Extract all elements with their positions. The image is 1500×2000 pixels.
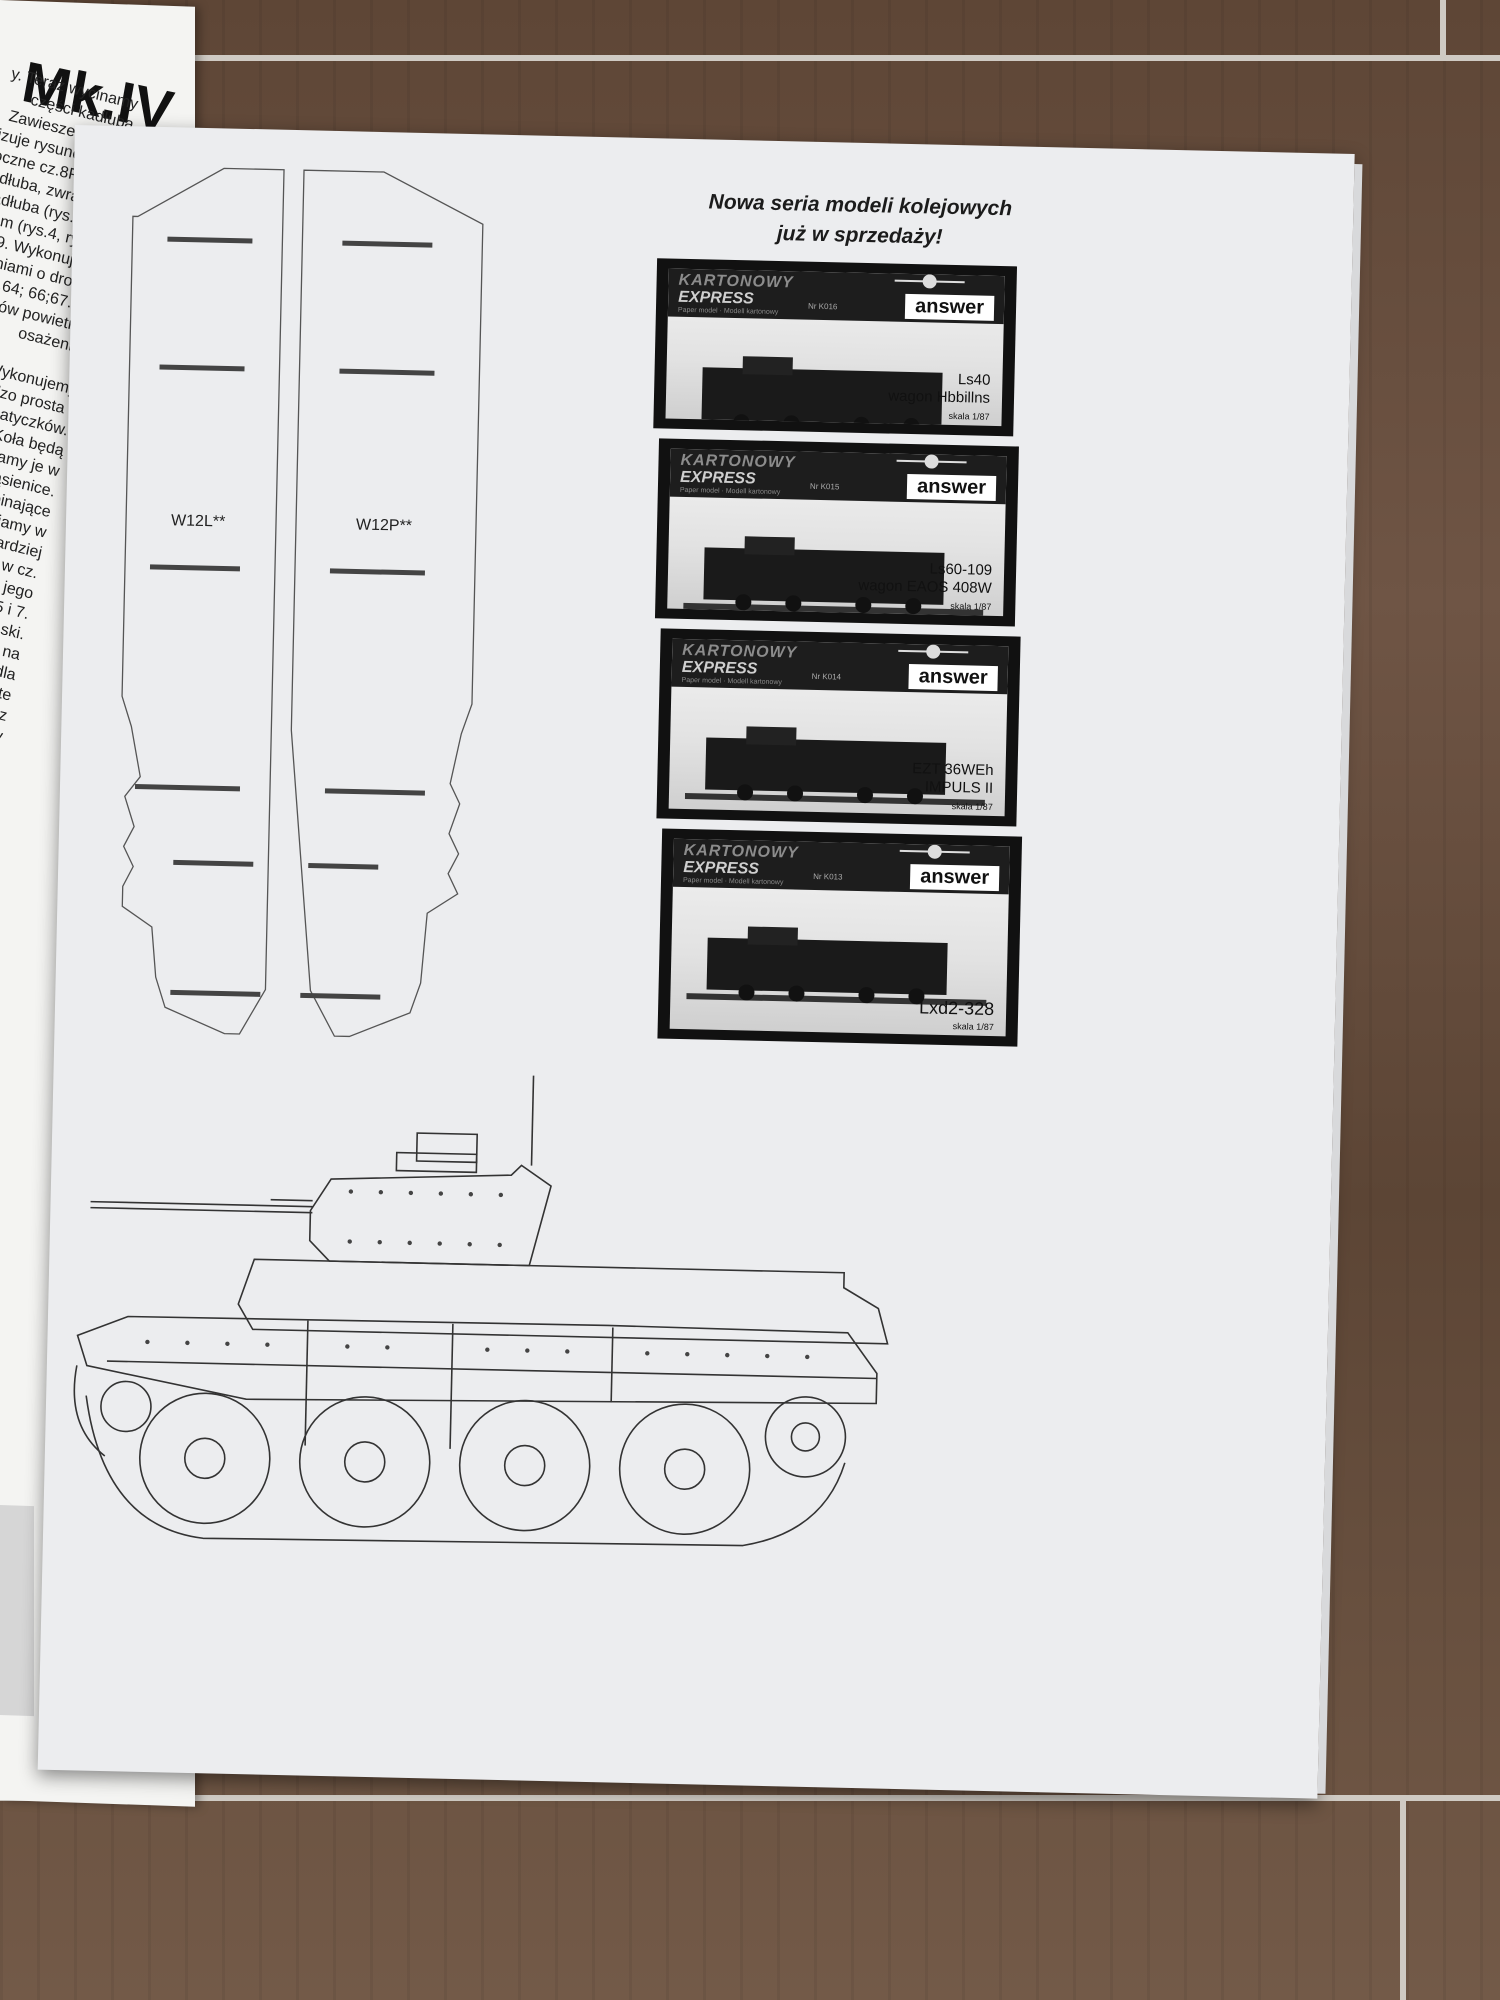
ad-card-3: KARTONOWY EXPRESS Paper model · Modell k… <box>656 628 1021 827</box>
issue-number: Nr K015 <box>809 481 840 492</box>
ad-caption: Ls40 wagon Hbbillns <box>888 370 991 408</box>
part-w12p-outline <box>290 169 484 1038</box>
ad-card-4: KARTONOWY EXPRESS Paper model · Modell k… <box>657 828 1023 1047</box>
ad-scale: skala 1/87 <box>951 801 993 812</box>
tank-rivets <box>145 1189 810 1360</box>
ad-card-inner: KARTONOWY EXPRESS Paper model · Modell k… <box>665 268 1005 427</box>
ad-scale: skala 1/87 <box>948 410 990 422</box>
floor-seam <box>1400 1800 1406 2000</box>
floor-seam <box>0 1795 1500 1801</box>
locomotive-image <box>684 726 985 806</box>
ad-header-bar: KARTONOWY EXPRESS Paper model · Modell k… <box>669 448 1007 505</box>
brand-subtitle: Paper model · Modell kartonowy <box>682 876 784 887</box>
ad-caption: Lxd2-328 <box>918 997 995 1020</box>
ad-caption-line1: Ls40 <box>957 371 991 389</box>
left-page-grey-box <box>0 1505 34 1717</box>
locomotive-image <box>686 926 987 1006</box>
ad-header-bar: KARTONOWY EXPRESS Paper model · Modell k… <box>671 638 1009 695</box>
publisher-logo: answer <box>908 664 998 692</box>
brand-express: EXPRESS <box>683 858 760 878</box>
floor-seam <box>0 55 1500 61</box>
ad-caption-line2: wagon EAOS 408W <box>858 576 992 597</box>
ad-heading: Nowa seria modeli kolejowych już w sprze… <box>684 187 1035 255</box>
ad-caption: EZT 36WEh IMPULS II <box>912 760 994 798</box>
part-slots <box>134 236 435 1000</box>
ad-caption-line2: wagon Hbbillns <box>888 387 991 407</box>
tank-drawing <box>73 1075 889 1547</box>
ad-caption-line2: IMPULS II <box>924 778 994 797</box>
ad-card-inner: KARTONOWY EXPRESS Paper model · Modell k… <box>667 448 1007 617</box>
ad-card-inner: KARTONOWY EXPRESS Paper model · Modell k… <box>668 638 1009 817</box>
issue-number: Nr K016 <box>807 301 838 312</box>
locomotive-image <box>683 536 984 616</box>
right-page: W12L** W12P** Nowa seria modeli kolejowy… <box>37 125 1363 1799</box>
plane-logo-icon <box>898 649 969 654</box>
brand-subtitle: Paper model · Modell kartonowy <box>677 306 779 317</box>
ad-caption: Ls60-109 wagon EAOS 408W <box>858 559 992 598</box>
ad-list: KARTONOWY EXPRESS Paper model · Modell k… <box>75 125 1355 1047</box>
issue-number: Nr K014 <box>811 671 842 682</box>
brand-subtitle: Paper model · Modell kartonowy <box>679 486 781 497</box>
ad-caption-line2: Lxd2-328 <box>918 997 995 1020</box>
plane-logo-icon <box>896 459 967 464</box>
ad-caption-line1: EZT 36WEh <box>911 760 994 780</box>
publisher-logo: answer <box>909 864 1000 892</box>
brand-express: EXPRESS <box>679 468 756 488</box>
ad-scale: skala 1/87 <box>952 1021 994 1033</box>
part-w12l-label: W12L** <box>170 512 226 531</box>
brand-subtitle: Paper model · Modell kartonowy <box>681 676 782 687</box>
publisher-logo: answer <box>904 293 995 321</box>
publisher-logo: answer <box>906 473 997 501</box>
part-w12l-outline <box>121 167 285 1035</box>
brand-express: EXPRESS <box>678 288 755 308</box>
floor-seam <box>1440 0 1446 55</box>
ad-header-bar: KARTONOWY EXPRESS Paper model · Modell k… <box>667 268 1005 325</box>
plane-logo-icon <box>894 279 965 284</box>
ad-scale: skala 1/87 <box>950 600 992 612</box>
cutout-sheet <box>73 167 889 1547</box>
brand-express: EXPRESS <box>681 658 758 678</box>
part-w12p-label: W12P** <box>355 516 413 535</box>
ad-header-bar: KARTONOWY EXPRESS Paper model · Modell k… <box>672 838 1010 895</box>
ad-card-inner: KARTONOWY EXPRESS Paper model · Modell k… <box>669 838 1010 1037</box>
plane-logo-icon <box>899 849 970 854</box>
ad-card-2: KARTONOWY EXPRESS Paper model · Modell k… <box>654 438 1019 627</box>
issue-number: Nr K013 <box>813 871 843 882</box>
ad-card-1: KARTONOWY EXPRESS Paper model · Modell k… <box>653 258 1018 437</box>
